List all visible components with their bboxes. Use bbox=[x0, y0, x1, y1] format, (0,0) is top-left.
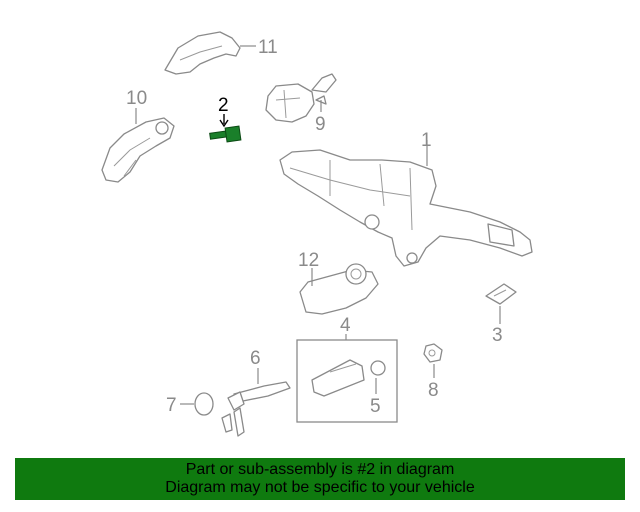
part-2-bolt: 2 bbox=[209, 95, 242, 143]
parts-diagram: 11 9 10 2 1 12 bbox=[101, 31, 533, 437]
part-8-nut: 8 bbox=[423, 343, 443, 401]
callout-6[interactable]: 6 bbox=[250, 348, 261, 369]
part-12-lock-cover: 12 bbox=[298, 250, 379, 315]
banner-line-2: Diagram may not be specific to your vehi… bbox=[165, 479, 475, 496]
callout-9[interactable]: 9 bbox=[315, 114, 326, 135]
part-3-clip: 3 bbox=[485, 283, 517, 346]
part-6-lock-cylinder: 6 bbox=[221, 348, 291, 437]
callout-11[interactable]: 11 bbox=[258, 37, 278, 58]
banner-line-1: Part or sub-assembly is #2 in diagram bbox=[185, 461, 455, 478]
part-9-combination-switch: 9 bbox=[265, 73, 337, 135]
callout-10[interactable]: 10 bbox=[126, 88, 147, 109]
callout-1[interactable]: 1 bbox=[421, 130, 432, 151]
info-banner: Part or sub-assembly is #2 in diagram Di… bbox=[15, 458, 625, 500]
part-4-lock-assembly: 4 5 bbox=[296, 315, 398, 423]
callout-3[interactable]: 3 bbox=[492, 325, 503, 346]
callout-2[interactable]: 2 bbox=[218, 95, 229, 116]
callout-12[interactable]: 12 bbox=[298, 250, 319, 271]
part-7-ring: 7 bbox=[166, 392, 214, 416]
part-11-upper-cover: 11 bbox=[164, 31, 278, 75]
part-10-bracket: 10 bbox=[101, 88, 175, 183]
callout-5[interactable]: 5 bbox=[370, 396, 381, 417]
part-1-steering-column: 1 bbox=[279, 130, 533, 267]
callout-7[interactable]: 7 bbox=[166, 395, 177, 416]
callout-4[interactable]: 4 bbox=[340, 315, 351, 336]
callout-8[interactable]: 8 bbox=[428, 380, 439, 401]
